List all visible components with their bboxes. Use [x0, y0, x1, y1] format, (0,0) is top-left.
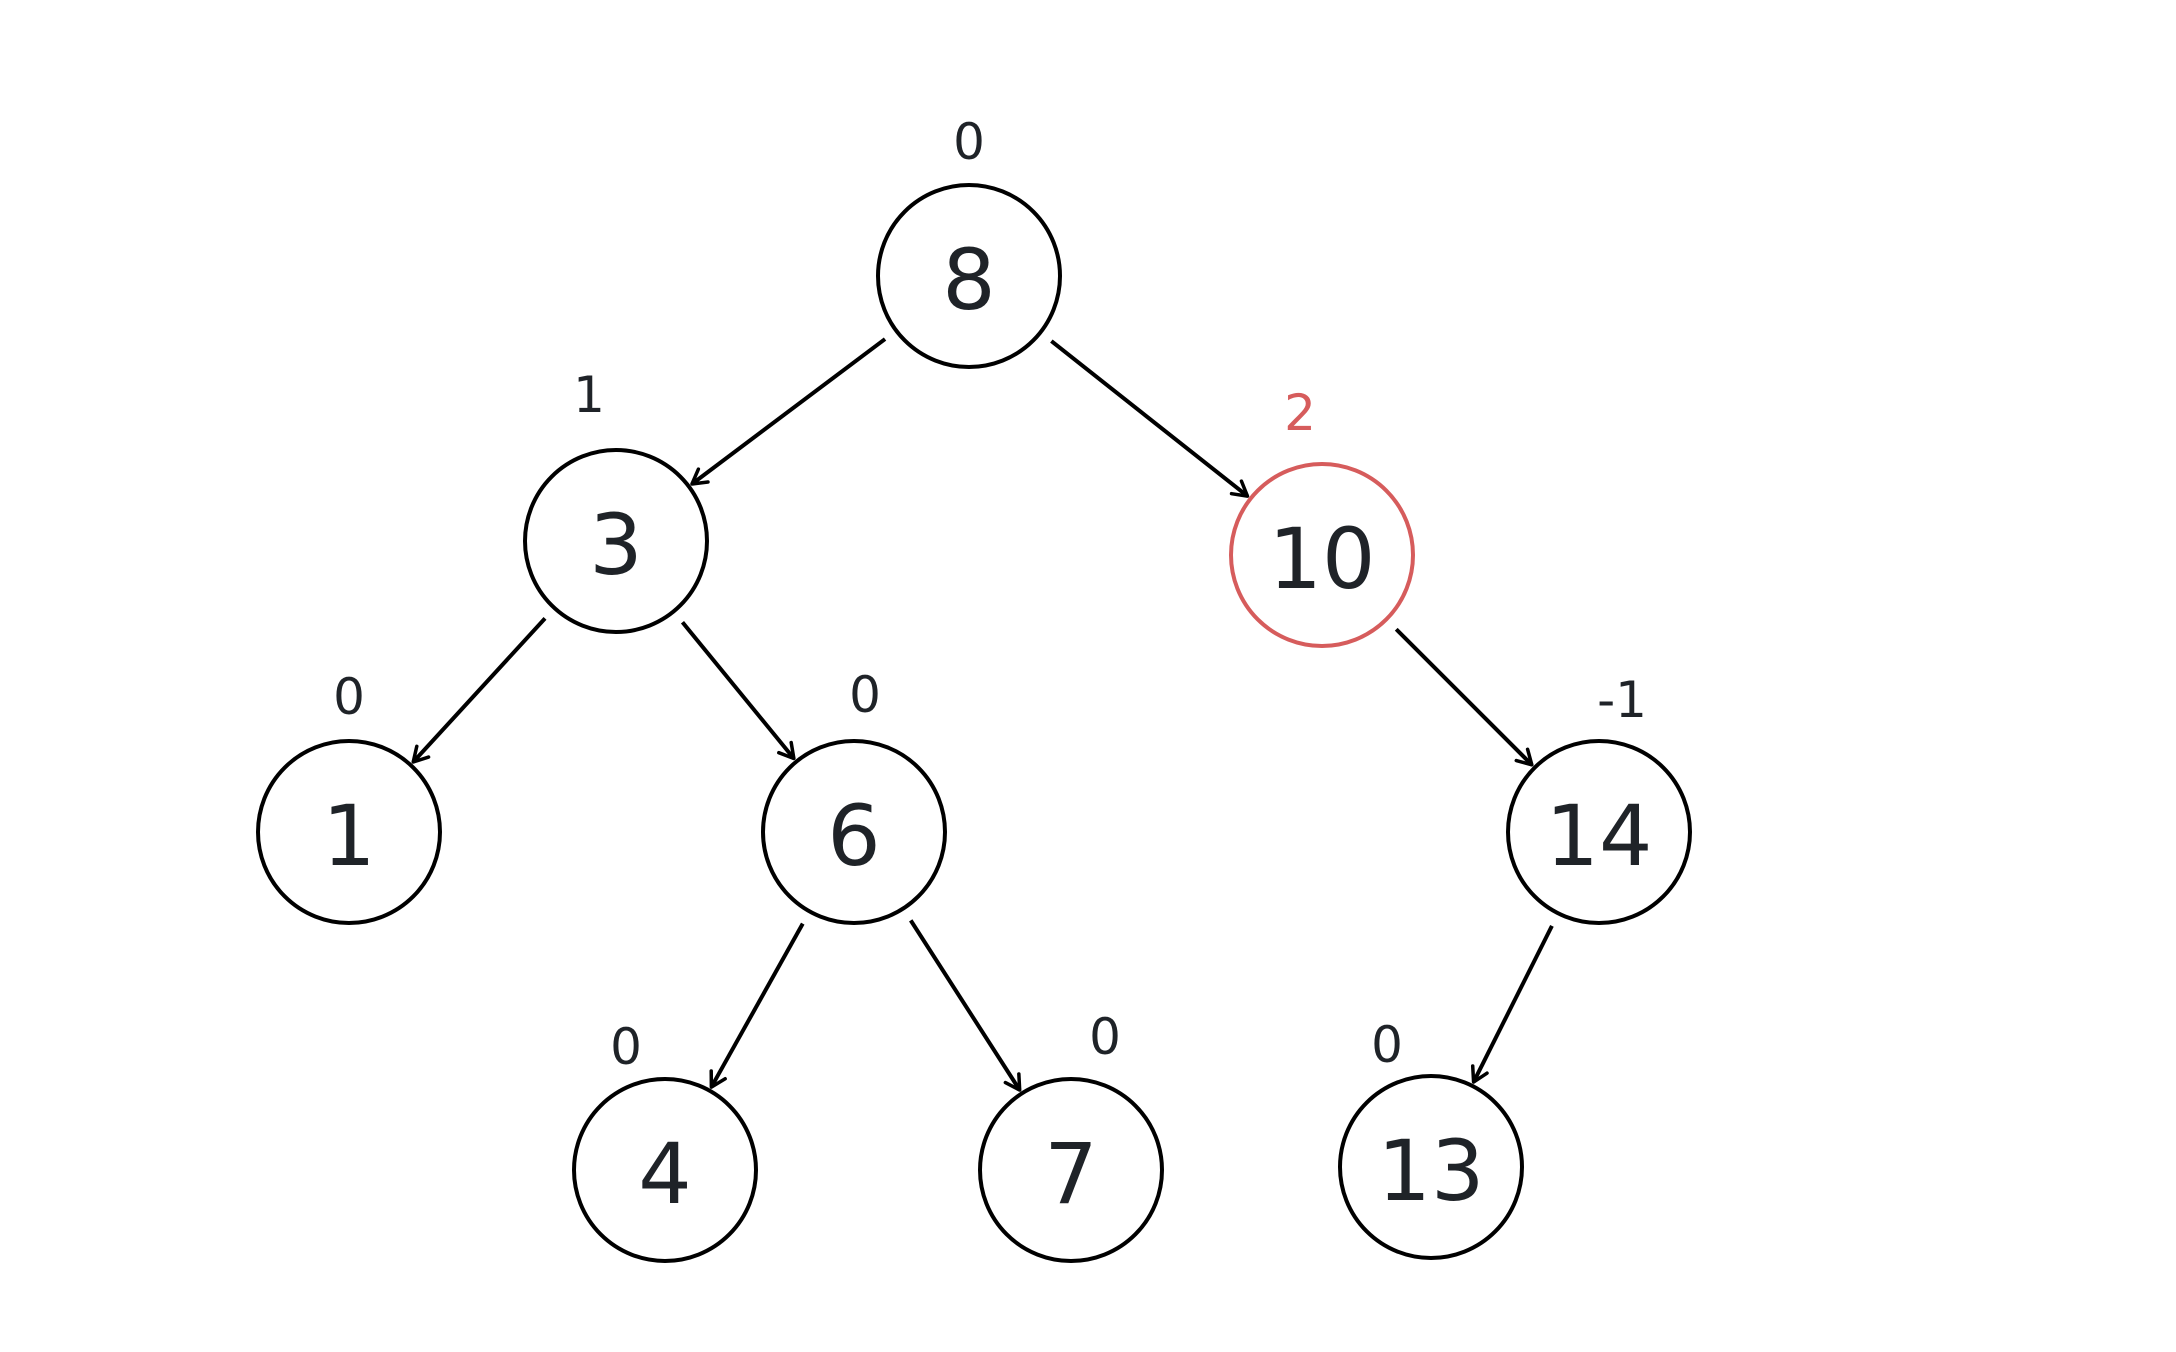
- edge-10-to-14: [1394, 627, 1534, 767]
- node-circle: [1229, 462, 1415, 648]
- node-value: 4: [638, 1125, 691, 1223]
- edge-8-to-3: [690, 337, 887, 486]
- tree-node-7: 70: [978, 1008, 1164, 1263]
- balance-factor-label: 2: [1284, 384, 1316, 442]
- node-circle: [1338, 1074, 1524, 1260]
- tree-node-1: 10: [256, 668, 442, 925]
- edge-14-to-13: [1470, 924, 1554, 1084]
- balance-factor-label: 0: [333, 668, 365, 726]
- node-value: 6: [827, 787, 880, 885]
- edge-6-to-4: [709, 922, 805, 1089]
- balance-factor-label: 0: [610, 1018, 642, 1076]
- node-value: 7: [1044, 1125, 1097, 1223]
- balance-factor-label: 0: [849, 666, 881, 724]
- node-circle: [876, 183, 1062, 369]
- node-circle: [978, 1077, 1164, 1263]
- balance-factor-label: 0: [1089, 1008, 1121, 1066]
- node-circle: [1506, 739, 1692, 925]
- tree-node-14: 14 -1: [1506, 671, 1692, 925]
- node-value: 3: [589, 496, 642, 594]
- tree-node-13: 13 0: [1338, 1016, 1524, 1260]
- balance-factor-label: -1: [1597, 671, 1647, 729]
- node-value: 14: [1546, 787, 1653, 885]
- node-value: 13: [1378, 1122, 1485, 1220]
- tree-node-6: 60: [761, 666, 947, 925]
- balance-factor-label: 0: [1371, 1016, 1403, 1074]
- edge-8-to-10: [1050, 339, 1250, 498]
- edge-3-to-6: [680, 621, 796, 761]
- edge-6-to-7: [909, 919, 1022, 1092]
- balance-factor-label: 0: [953, 113, 985, 171]
- node-circle: [761, 739, 947, 925]
- node-value: 1: [322, 787, 375, 885]
- edge-3-to-1: [411, 617, 547, 764]
- node-value: 10: [1269, 510, 1376, 608]
- tree-node-8: 80: [876, 113, 1062, 369]
- tree-node-10: 10 2: [1229, 384, 1415, 648]
- node-value: 8: [942, 231, 995, 329]
- balance-factor-label: 1: [573, 366, 605, 424]
- edges: [411, 337, 1554, 1092]
- node-circle: [523, 448, 709, 634]
- tree-node-4: 40: [572, 1018, 758, 1263]
- node-circle: [256, 739, 442, 925]
- tree-node-3: 31: [523, 366, 709, 634]
- node-circle: [572, 1077, 758, 1263]
